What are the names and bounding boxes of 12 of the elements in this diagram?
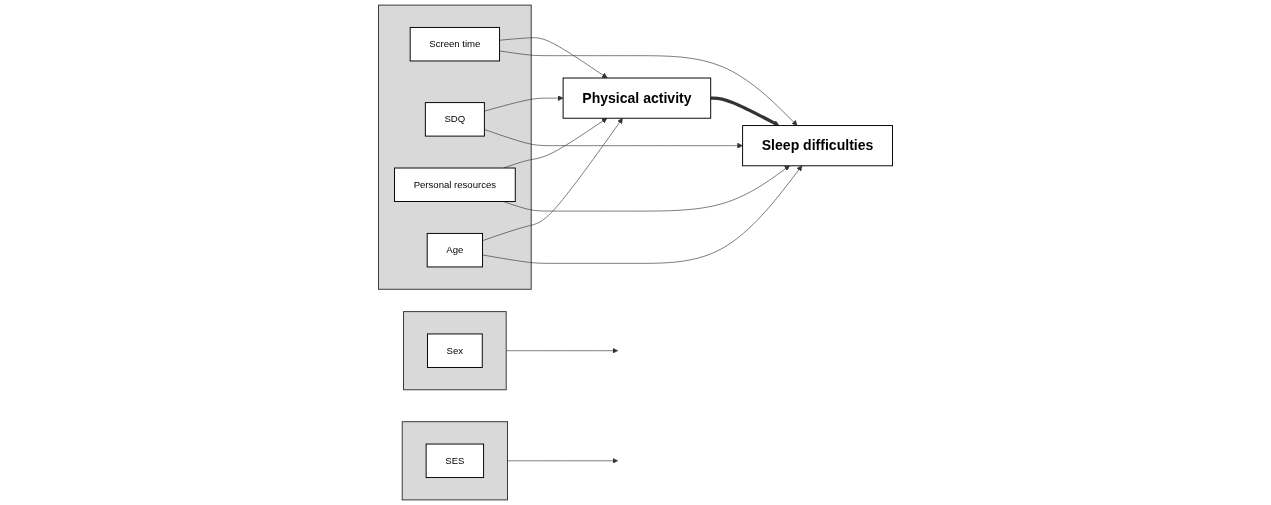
- node-box: Personal resources: [394, 167, 516, 202]
- node-box: Physical activity: [562, 77, 712, 119]
- cluster: [401, 421, 508, 501]
- node-box: Screen time: [409, 26, 501, 62]
- node-box: Age: [426, 232, 483, 268]
- cluster: [378, 4, 532, 290]
- node-box: Sex: [427, 333, 483, 368]
- node-box: SDQ: [424, 102, 485, 137]
- node-box: SES: [425, 443, 485, 479]
- arrow: [710, 96, 780, 126]
- node-box: Sleep difficulties: [742, 125, 893, 167]
- cluster: [403, 311, 507, 391]
